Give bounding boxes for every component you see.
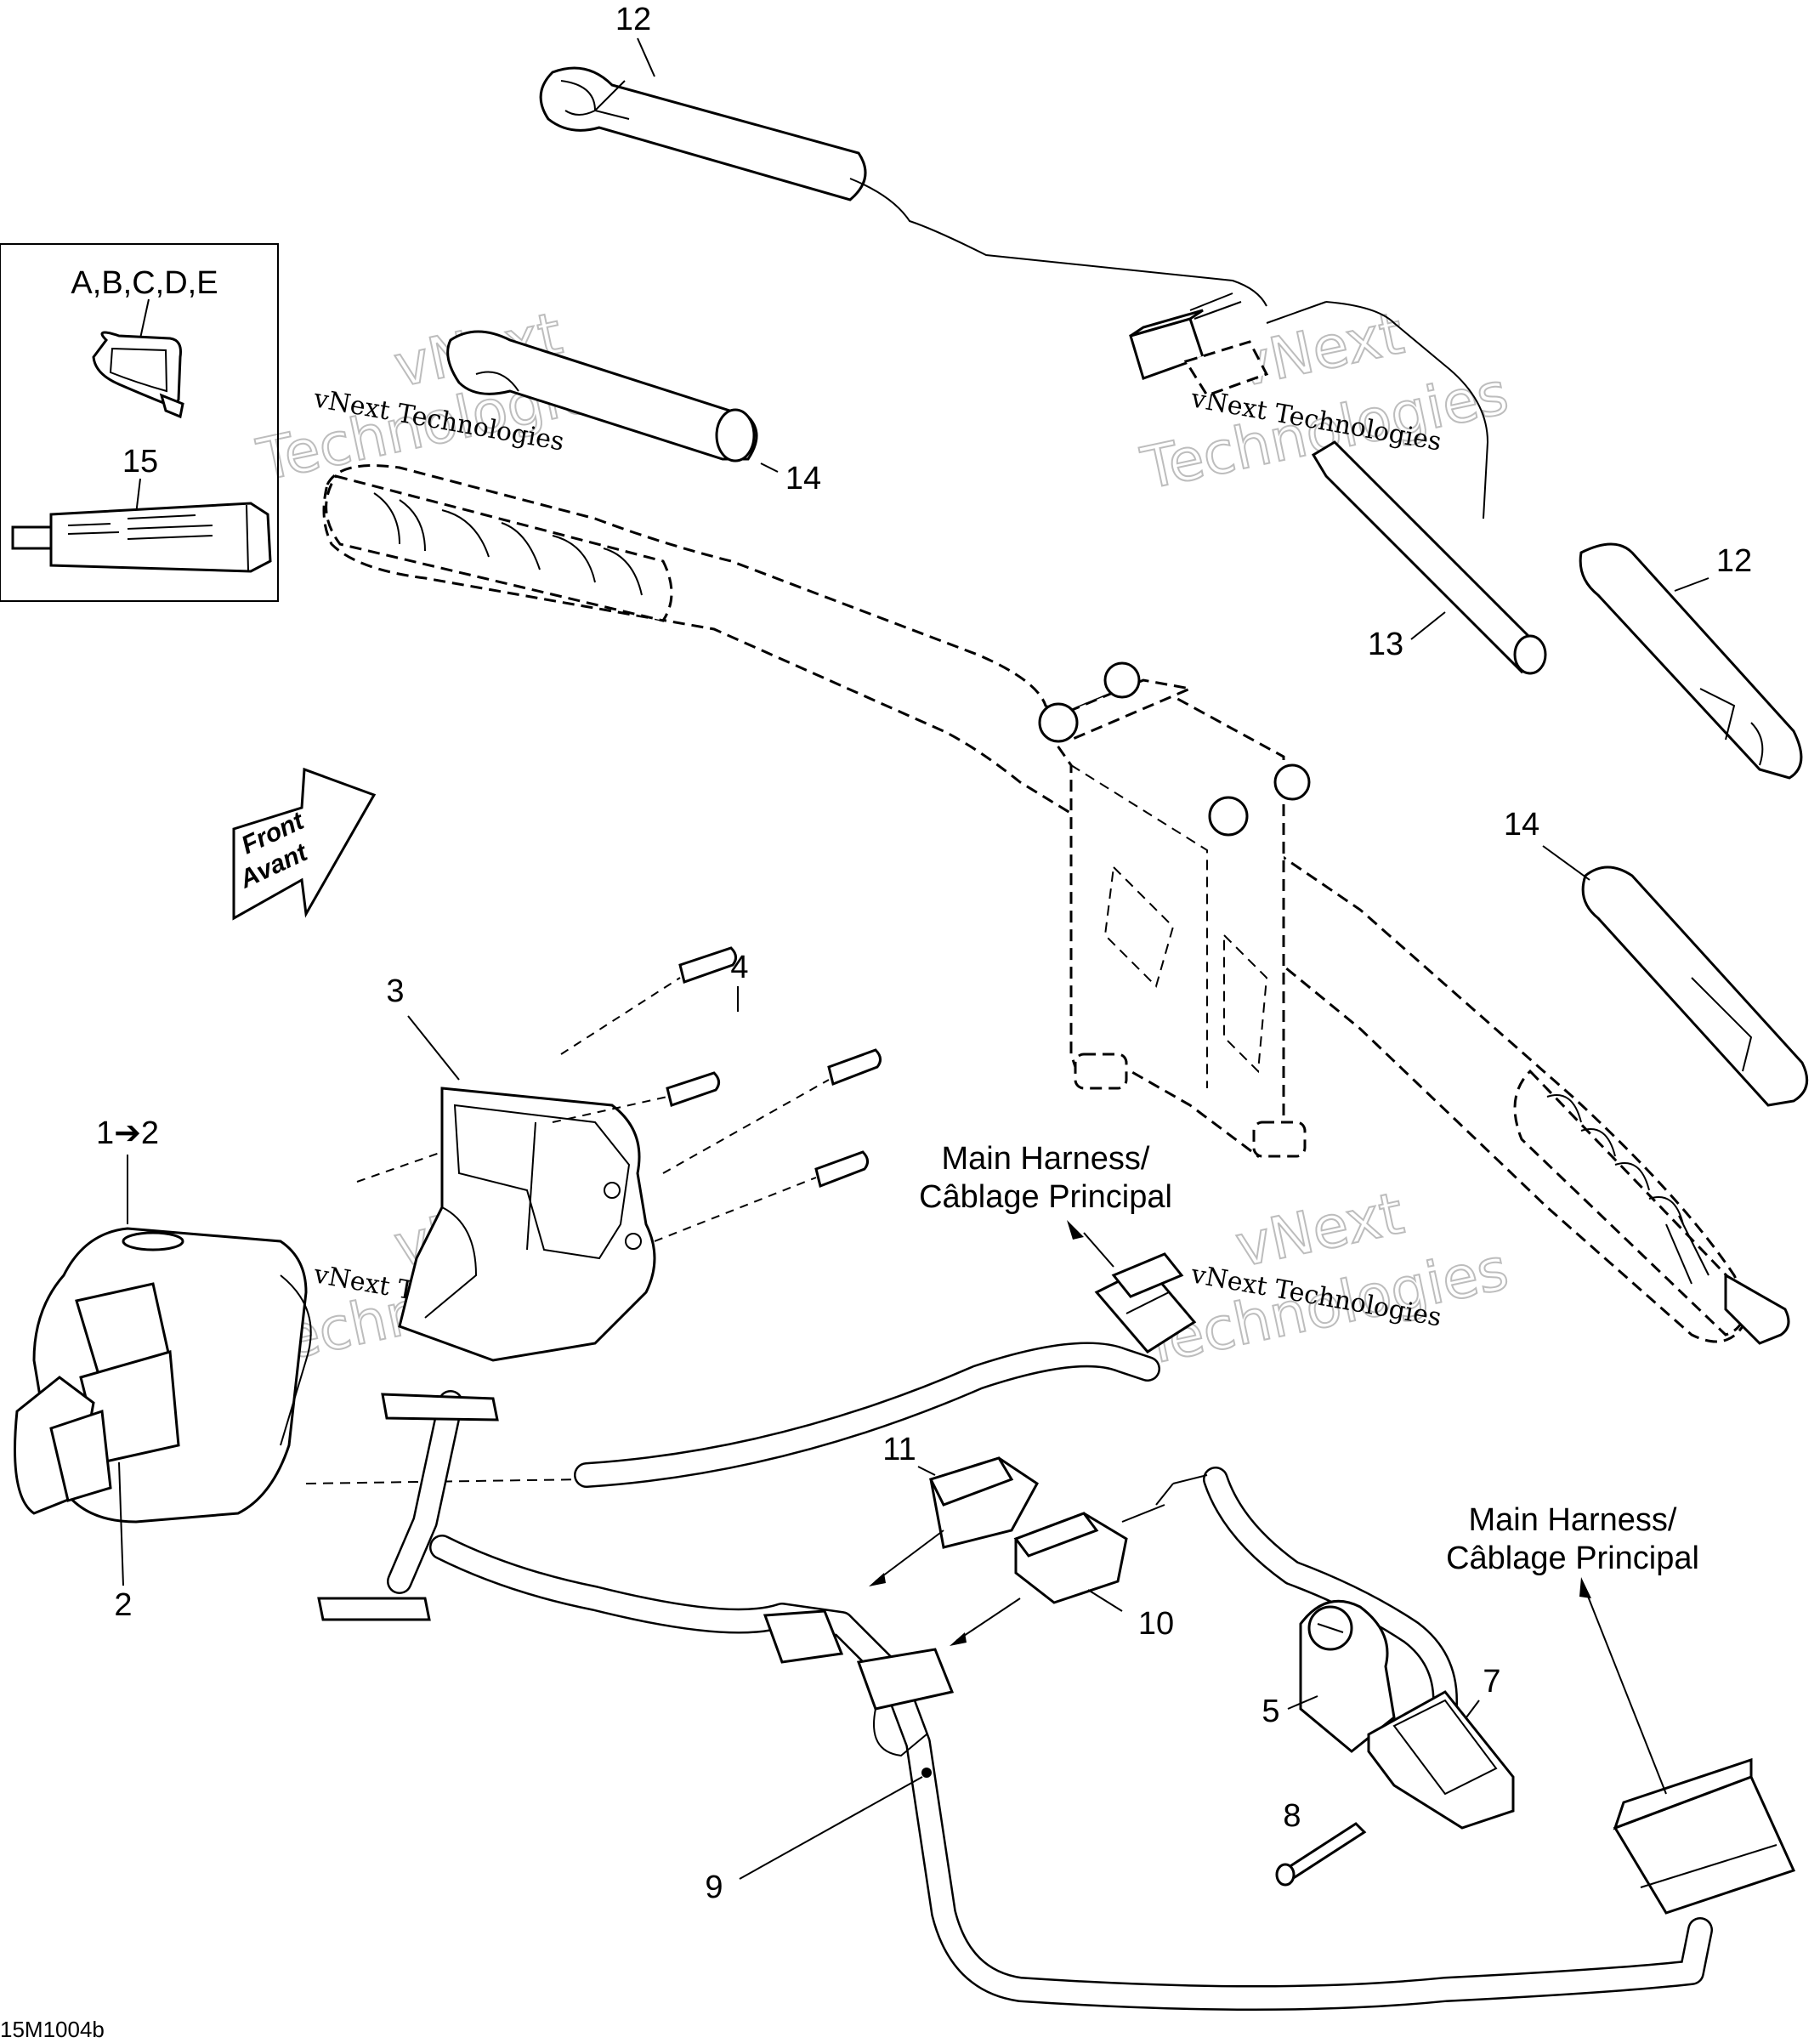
main-harness-connector-upper: Main Harness/ Câblage Principal <box>919 1141 1197 1353</box>
part-12-grip-heater-right: 12 <box>1579 542 1803 780</box>
handlebar-riser <box>1038 661 1311 1158</box>
watermark-top-right: Technologies vNext vNext Technologies <box>1135 299 1515 504</box>
main-harness-label-lower-line1: Main Harness/ <box>1469 1502 1677 1538</box>
part-5-switch: 5 <box>1262 1599 1396 1753</box>
label-5: 5 <box>1262 1694 1279 1729</box>
label-14-right: 14 <box>1504 807 1539 843</box>
label-14-left: 14 <box>785 461 821 497</box>
label-9: 9 <box>705 1870 723 1905</box>
part-12-grip-heater-left: 12 <box>539 2 1267 307</box>
part-7-switch: 7 <box>1367 1664 1515 1830</box>
part-3-housing: 3 <box>356 973 656 1362</box>
harness-connectors <box>317 1393 955 1757</box>
main-harness-connector-lower: Main Harness/ Câblage Principal <box>1446 1502 1796 1915</box>
front-direction-arrow: Front Avant <box>232 767 377 921</box>
part-10-connector: 10 <box>950 1512 1174 1646</box>
label-8: 8 <box>1283 1798 1301 1834</box>
main-harness-label-upper-line1: Main Harness/ <box>942 1141 1150 1177</box>
service-products-inset: A,B,C,D,E 15 <box>0 243 279 602</box>
part-13-tube: 13 <box>1311 440 1547 675</box>
clip-part-icon <box>92 331 184 419</box>
part-1-switch-block: 1➔2 2 <box>14 1115 312 1623</box>
grease-tube-icon <box>11 502 272 573</box>
label-12-top: 12 <box>615 2 651 37</box>
label-2: 2 <box>114 1587 132 1623</box>
label-12-right: 12 <box>1716 543 1752 579</box>
grip-heater-connector-pair <box>1129 292 1489 519</box>
inset-frame <box>0 243 279 602</box>
drawing-code: 15M1004b <box>0 2017 105 2042</box>
main-harness-label-upper-line2: Câblage Principal <box>919 1179 1172 1215</box>
part-4-screws: 4 <box>552 946 882 1242</box>
part-14-grip-left: 14 <box>446 330 821 497</box>
label-4: 4 <box>730 950 748 985</box>
label-13: 13 <box>1368 627 1403 662</box>
label-10: 10 <box>1138 1606 1174 1642</box>
main-harness-label-lower-line2: Câblage Principal <box>1446 1541 1699 1576</box>
label-kit-letters: A,B,C,D,E <box>71 265 218 301</box>
label-11: 11 <box>882 1432 916 1467</box>
label-1-2: 1➔2 <box>96 1115 159 1151</box>
watermark-bottom-right: Technologies vNext vNext Technologies <box>1135 1179 1515 1380</box>
label-15: 15 <box>122 444 158 480</box>
handlebar <box>322 464 1790 1345</box>
part-9-harness: 9 <box>387 1390 1713 2011</box>
part-8-pin: 8 <box>1275 1798 1367 1887</box>
label-3: 3 <box>386 973 404 1009</box>
label-7: 7 <box>1483 1664 1500 1700</box>
part-11-connector: 11 <box>869 1432 1039 1586</box>
part-14-grip-right: 14 <box>1504 807 1809 1107</box>
